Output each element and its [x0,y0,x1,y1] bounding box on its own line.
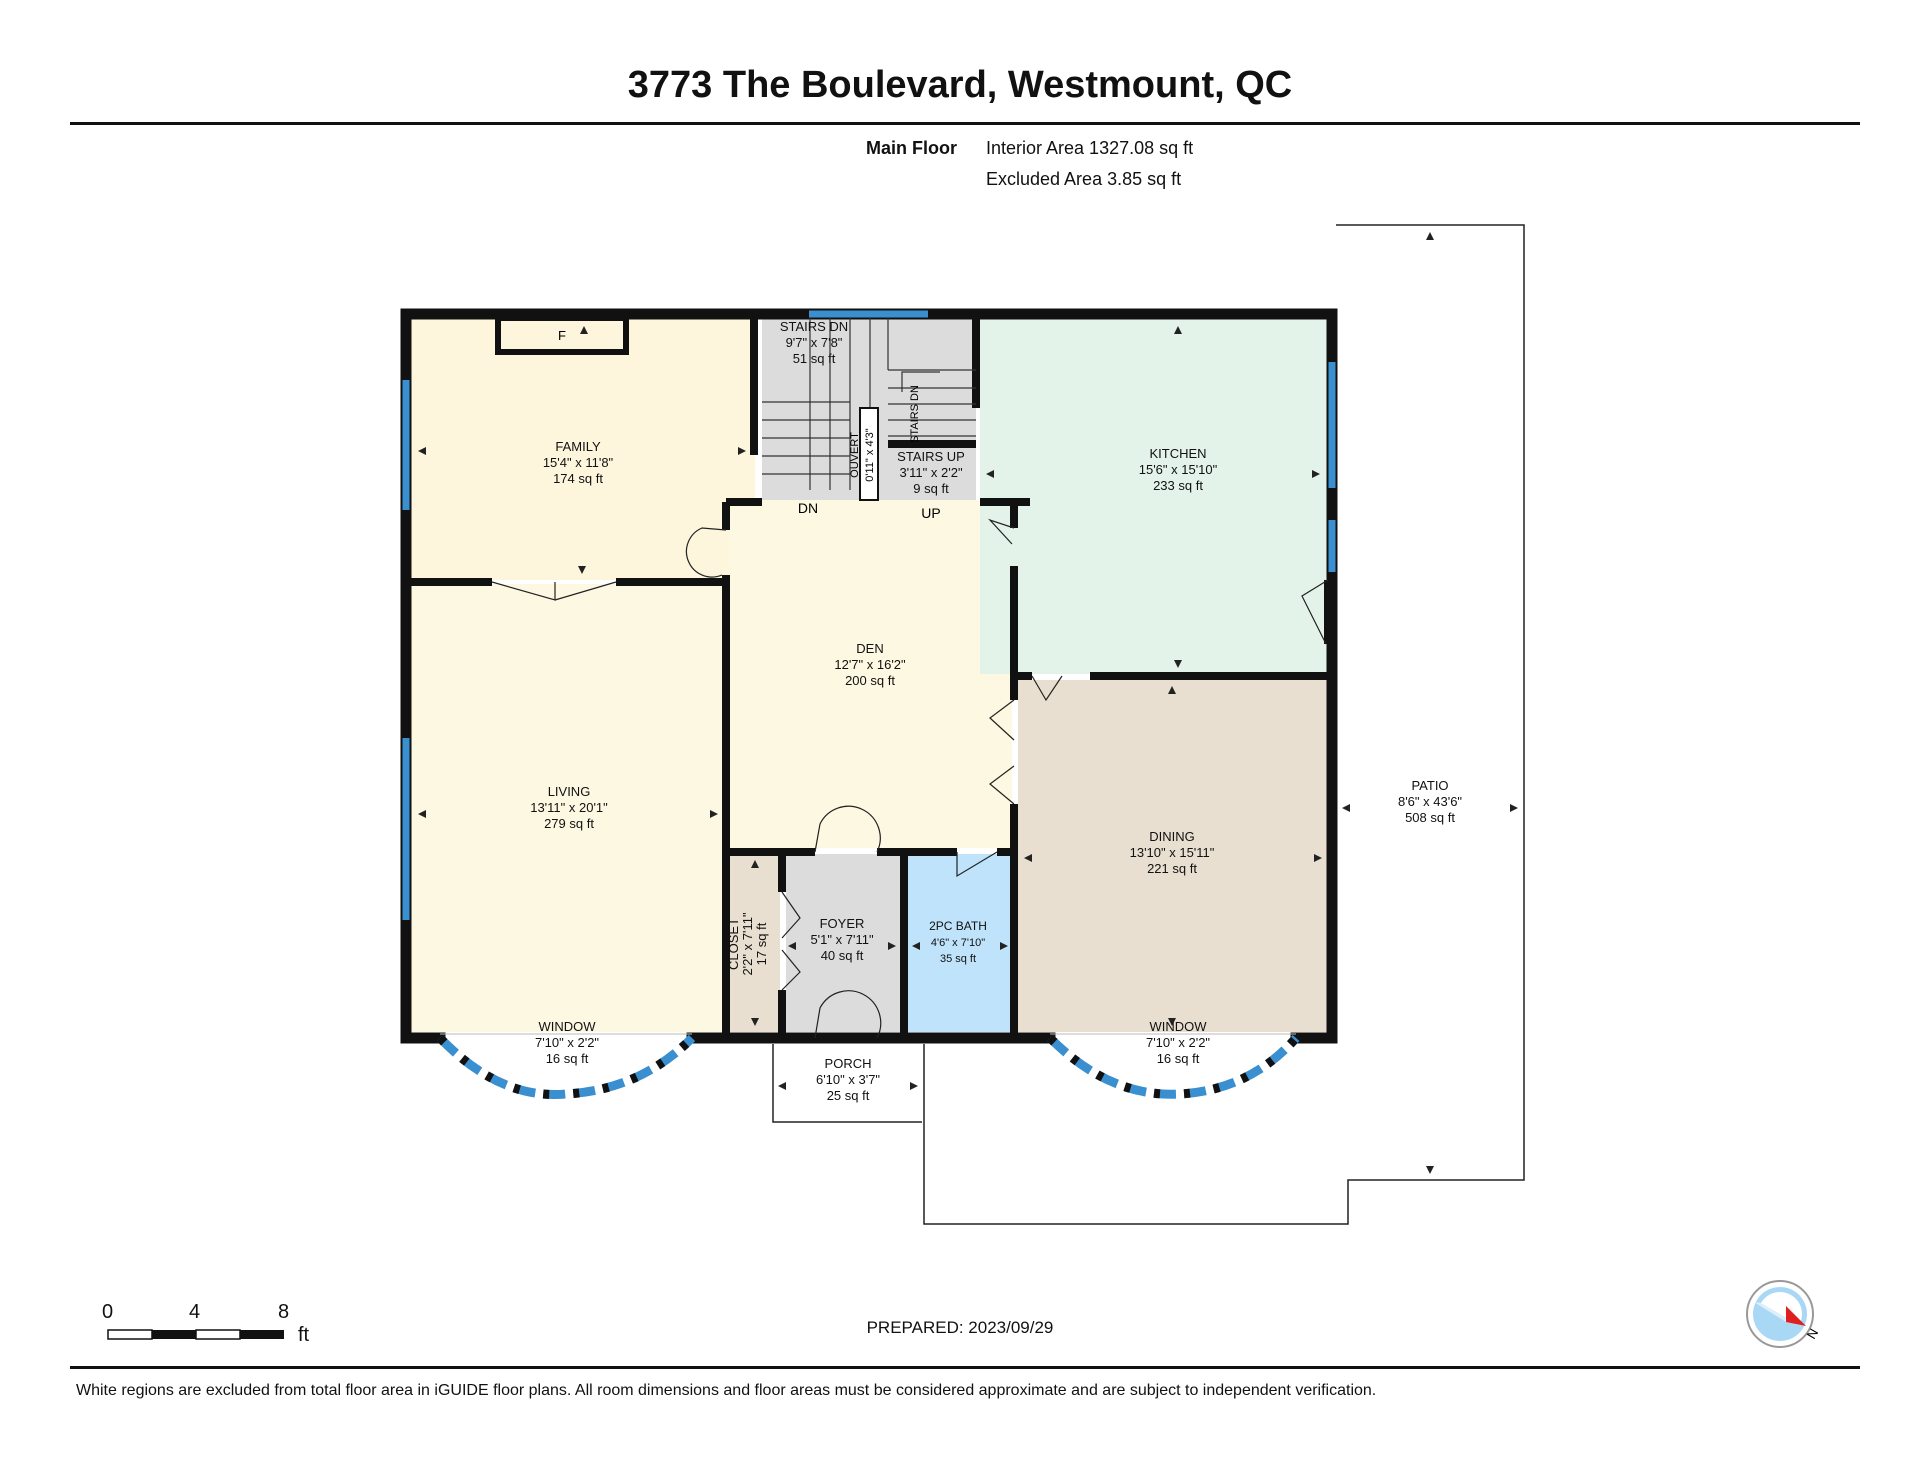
door-swings [491,518,1329,1039]
room-stairs_up-name: STAIRS UP [897,449,965,464]
room-stairs_up-dims: 3'11" x 2'2" [899,465,962,480]
fireplace-label: F [558,328,566,343]
room-stairs_dn-dims: 9'7" x 7'8" [786,335,843,350]
ouvert-label: OUVERT [849,432,861,478]
room-patio-dims: 8'6" x 43'6" [1398,794,1462,809]
scale-tick-4: 4 [189,1301,201,1323]
windows [402,310,1336,920]
room-closet-area: 17 sq ft [754,922,769,965]
interior-area: Interior Area 1327.08 sq ft [986,138,1194,158]
room-stairs_dn-area: 51 sq ft [793,351,836,366]
room-kitchen-dims: 15'6" x 15'10" [1139,462,1218,477]
room-label-bath: 2PC BATH 4'6" x 7'10" 35 sq ft [929,919,987,965]
floor-label: Main Floor [866,138,957,158]
excluded-area: Excluded Area 3.85 sq ft [986,169,1182,189]
room-stairs_dn-name: STAIRS DN [780,319,848,334]
porch-outline [772,1044,922,1123]
ouvert-box [859,407,879,501]
room-window_right-area: 16 sq ft [1157,1051,1200,1066]
room-dining-area: 221 sq ft [1147,861,1197,876]
room-window_left-dims: 7'10" x 2'2" [535,1035,599,1050]
room-den-fill [730,500,1012,848]
room-window_left-name: WINDOW [538,1019,596,1034]
room-label-stairs_up: STAIRS UP3'11" x 2'2"9 sq ft [897,449,965,496]
patio-outline [923,224,1525,1225]
room-window_right-dims: 7'10" x 2'2" [1146,1035,1210,1050]
room-living-name: LIVING [548,784,591,799]
room-closet-name: CLOSET [726,918,741,970]
room-porch-dims: 6'10" x 3'7" [816,1072,880,1087]
room-foyer-name: FOYER [820,916,865,931]
room-foyer-dims: 5'1" x 7'11" [810,932,873,947]
room-living-area: 279 sq ft [544,816,594,831]
dimension-arrows [418,232,1518,1174]
room-porch-name: PORCH [825,1056,872,1071]
room-closet-fill [730,854,780,1032]
room-kitchen-area: 233 sq ft [1153,478,1203,493]
ouvert-dims: 0'11" x 4'3" [864,428,876,481]
room-window_right-name: WINDOW [1149,1019,1207,1034]
scale-tick-0: 0 [102,1301,114,1323]
room-family-area: 174 sq ft [553,471,603,486]
room-family-fill [410,318,755,580]
room-kitchen-fill [980,318,1328,674]
room-window_left-area: 16 sq ft [546,1051,589,1066]
page-title: 3773 The Boulevard, Westmount, QC [627,64,1293,106]
room-living-fill [410,584,724,1032]
stairs-dn-direction: DN [798,500,818,516]
room-closet-dims: 2'2" x 7'11" [740,912,755,975]
bottom-divider [70,1366,1860,1369]
stairs-up-direction: UP [921,505,940,521]
room-dining-fill [1018,680,1328,1032]
room-dining-name: DINING [1149,829,1195,844]
room-family-dims: 15'4" x 11'8" [543,455,614,470]
room-foyer-fill [786,854,900,1032]
room-porch-area: 25 sq ft [827,1088,870,1103]
room-den-area: 200 sq ft [845,673,895,688]
compass-icon [1746,1280,1814,1348]
top-divider [70,122,1860,125]
scale-tick-8: 8 [278,1301,290,1323]
scale-bar [107,1329,284,1340]
fireplace [495,315,629,355]
room-bath-fill [906,854,1010,1032]
room-dining-dims: 13'10" x 15'11" [1130,845,1215,860]
room-patio-name: PATIO [1411,778,1448,793]
room-foyer-area: 40 sq ft [821,948,864,963]
prepared-date: PREPARED: 2023/09/29 [866,1318,1054,1337]
room-bath-name: 2PC BATH [929,919,987,933]
scale-unit: ft [298,1324,310,1346]
room-den-name: DEN [856,641,883,656]
room-kitchen-name: KITCHEN [1149,446,1206,461]
bay-window-right [1046,1034,1300,1099]
room-stairs_up-area: 9 sq ft [913,481,949,496]
disclaimer: White regions are excluded from total fl… [76,1382,1377,1399]
room-den-dims: 12'7" x 16'2" [834,657,906,672]
room-bath-dims: 4'6" x 7'10" [931,937,985,949]
room-patio-area: 508 sq ft [1405,810,1455,825]
room-family-name: FAMILY [555,439,601,454]
interior-walls [410,318,1332,1034]
room-label-stairs_dn: STAIRS DN9'7" x 7'8"51 sq ft [780,319,848,366]
room-living-dims: 13'11" x 20'1" [530,800,608,815]
room-bath-area: 35 sq ft [940,953,976,965]
stairs-dn2-label: STAIRS DN [909,385,921,443]
